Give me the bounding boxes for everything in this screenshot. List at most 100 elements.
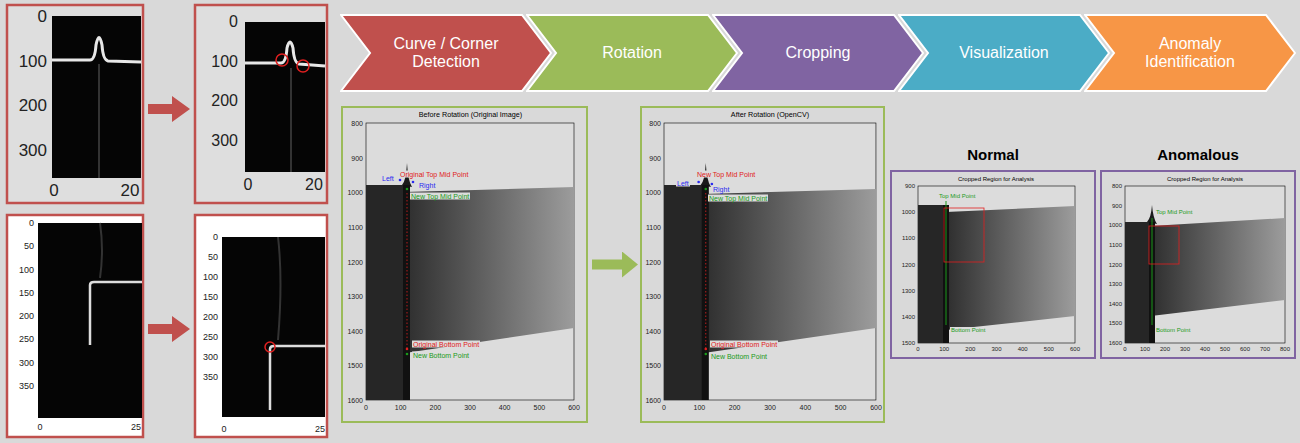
axis-tick: 400: [499, 404, 511, 411]
chevron-fill: [341, 15, 551, 91]
edge-image: [222, 237, 325, 417]
axis-tick: 100: [19, 265, 34, 274]
plot-title: After Rotation (OpenCV): [657, 111, 883, 119]
image-panel: [195, 215, 327, 437]
plot-frame: [918, 186, 1075, 343]
axis-tick: 25: [131, 423, 141, 432]
axis-tick: 50: [24, 242, 34, 251]
detected-corner: [90, 282, 142, 345]
axis-tick: 300: [19, 358, 34, 367]
dark-region: [918, 205, 946, 343]
axis-tick: 0: [49, 182, 58, 199]
axis-tick: 200: [1160, 346, 1170, 352]
step-label: Visualization: [959, 44, 1049, 62]
axis-tick: 500: [1220, 346, 1230, 352]
axis-tick: 1000: [645, 189, 661, 196]
panel-heading: Anomalous: [1157, 147, 1239, 164]
guide-line: [705, 193, 706, 349]
axis-tick: 1500: [1109, 320, 1122, 326]
point-annotation: New Bottom Point: [412, 352, 470, 359]
axis-tick: 1500: [902, 340, 915, 346]
chevron-fill: [1085, 15, 1295, 91]
point-annotation: New Bottom Point: [710, 353, 768, 360]
crop-frame: Cropped Region for Analysis: [890, 170, 1096, 359]
axis-tick: 800: [1112, 183, 1122, 189]
axis-tick: 1300: [902, 288, 915, 294]
axis-tick: 800: [649, 120, 661, 127]
point-marker: [704, 188, 707, 191]
chevron-fill: [713, 15, 923, 91]
step-label: Rotation: [602, 44, 662, 62]
edge-image: [245, 22, 325, 172]
guide-line: [407, 193, 408, 349]
plot-frame: [366, 123, 574, 400]
crop-panel: AnomalousCropped Region for Analysis: [1100, 140, 1296, 359]
flow-arrow: [592, 260, 622, 270]
dark-region: [664, 185, 704, 400]
point-marker: [399, 179, 402, 182]
point-annotation: Bottom Point: [950, 327, 986, 333]
axis-tick: 200: [211, 93, 238, 109]
axis-tick: 200: [729, 404, 741, 411]
axis-tick: 1300: [645, 293, 661, 300]
point-annotation: Right: [712, 186, 730, 193]
xray-plot: [664, 123, 876, 400]
corner-marker: [265, 342, 275, 352]
plot-panel: After Rotation (OpenCV): [640, 106, 885, 423]
axis-tick: 150: [19, 288, 34, 297]
plot-panel: Before Rotation (Original Image): [341, 106, 588, 423]
faint-edge: [290, 68, 292, 172]
process-chevron: Curve / Corner Detection: [340, 14, 552, 92]
axis-tick: 300: [1180, 346, 1190, 352]
faint-edge: [98, 64, 100, 178]
axis-tick: 1500: [347, 362, 363, 369]
axis-tick: 1200: [902, 262, 915, 268]
step-label: Curve / Corner Detection: [378, 35, 514, 72]
axis-tick: 100: [693, 404, 705, 411]
edge-image: [52, 16, 141, 178]
image-panel: [7, 215, 143, 437]
axis-tick: 20: [121, 182, 140, 199]
axis-tick: 1400: [1109, 301, 1122, 307]
axis-tick: 0: [37, 423, 42, 432]
step-label: Cropping: [786, 44, 851, 62]
stalk: [403, 185, 410, 400]
point-marker: [412, 181, 415, 184]
panel-heading: Normal: [967, 147, 1019, 164]
grey-region: [704, 189, 876, 353]
axis-tick: 350: [203, 373, 218, 382]
axis-tick: 1500: [645, 362, 661, 369]
axis-tick: 300: [991, 346, 1001, 352]
detected-curve: [52, 38, 141, 63]
point-annotation: New Top Mid Point: [708, 195, 768, 202]
axis-tick: 100: [395, 404, 407, 411]
point-marker: [704, 353, 707, 356]
axis-tick: 1200: [645, 258, 661, 265]
axis-tick: 400: [1018, 346, 1028, 352]
axis-tick: 900: [905, 183, 915, 189]
axis-tick: 1100: [1109, 242, 1122, 248]
point-annotation: Right: [418, 182, 436, 189]
axis-tick: 1600: [645, 397, 661, 404]
axis-tick: 0: [29, 219, 34, 228]
axis-tick: 150: [203, 293, 218, 302]
axis-tick: 0: [213, 233, 218, 242]
axis-tick: 1400: [902, 314, 915, 320]
point-annotation: Original Bottom Point: [412, 341, 480, 348]
axis-tick: 1100: [902, 235, 915, 241]
plot-title: Before Rotation (Original Image): [355, 111, 586, 119]
point-annotation: Original Top Mid Point: [399, 171, 469, 178]
stalk: [702, 185, 709, 400]
axis-tick: 800: [351, 120, 363, 127]
guide-line: [1152, 218, 1153, 325]
process-chevron: Anomaly Identification: [1084, 14, 1296, 92]
axis-tick: 100: [19, 52, 47, 69]
axis-tick: 0: [38, 8, 47, 25]
axis-tick: 600: [870, 404, 882, 411]
axis-tick: 900: [649, 154, 661, 161]
axis-tick: 600: [568, 404, 580, 411]
axis-tick: 0: [229, 14, 238, 30]
axis-tick: 1100: [348, 223, 363, 230]
point-marker: [704, 348, 707, 351]
axis-tick: 100: [1140, 346, 1150, 352]
